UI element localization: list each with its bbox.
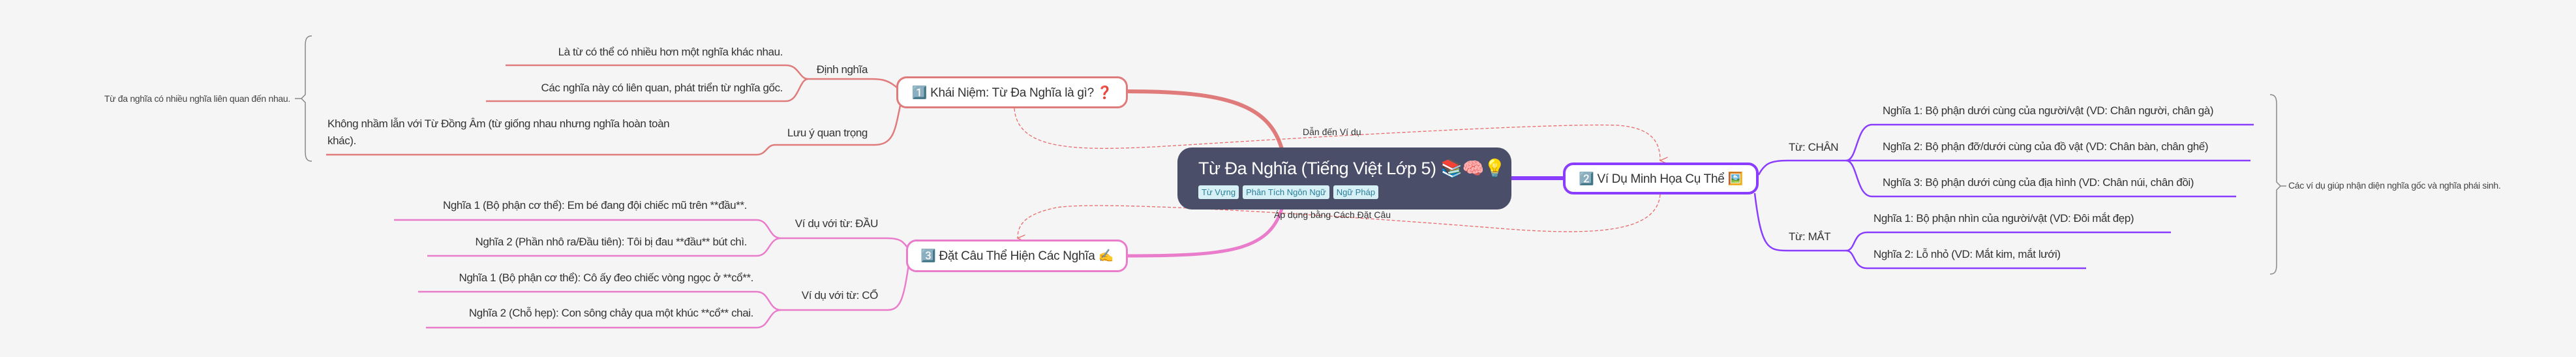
group-label[interactable]: Ví dụ với từ: ĐẦU	[795, 217, 879, 230]
leaf-node[interactable]: Nghĩa 1 (Bộ phận cơ thể): Em bé đang đội…	[442, 199, 747, 211]
leaf-node[interactable]: Các nghĩa này có liên quan, phát triển t…	[541, 82, 783, 94]
relation-line-2	[1018, 194, 1661, 238]
group-label[interactable]: Lưu ý quan trọng	[787, 127, 868, 139]
leaf-node-continuation: khác).	[327, 134, 356, 147]
relation-label[interactable]: Dẫn đến Ví dụ	[1303, 127, 1361, 137]
leaf-node[interactable]: Nghĩa 2 (Phần nhô ra/Đầu tiên): Tôi bị đ…	[475, 236, 748, 248]
branch2-node[interactable]: 2️⃣ Ví Dụ Minh Họa Cụ Thể 🖼️	[1563, 163, 1759, 194]
leaf-node[interactable]: Nghĩa 1: Bộ phận nhìn của người/vật (VD:…	[1873, 212, 2134, 225]
branch3-node[interactable]: 3️⃣ Đặt Câu Thể Hiện Các Nghĩa ✍️	[906, 240, 1128, 272]
summary-brace-right	[2269, 94, 2286, 275]
group-label[interactable]: Từ: CHÂN	[1789, 141, 1839, 153]
leaf-node[interactable]: Không nhầm lẫn với Từ Đồng Âm (từ giống …	[327, 117, 670, 130]
tag[interactable]: Từ Vựng	[1198, 185, 1239, 199]
branch3-connector	[1127, 208, 1284, 258]
root-node[interactable]: Từ Đa Nghĩa (Tiếng Việt Lớp 5) 📚🧠💡 Từ Vự…	[1177, 147, 1511, 210]
root-title: Từ Đa Nghĩa (Tiếng Việt Lớp 5) 📚🧠💡	[1198, 159, 1506, 178]
leaf-node[interactable]: Nghĩa 2 (Chỗ hẹp): Con sông chảy qua một…	[468, 307, 753, 319]
tag[interactable]: Ngữ Pháp	[1333, 185, 1379, 199]
branch1-connector	[1127, 89, 1284, 149]
group-label[interactable]: Từ: MẮT	[1789, 230, 1831, 243]
summary-right[interactable]: Các ví dụ giúp nhận diện nghĩa gốc và ng…	[2288, 180, 2501, 191]
root-tags: Từ Vựng Phân Tích Ngôn Ngữ Ngữ Pháp	[1198, 185, 1511, 199]
leaf-node[interactable]: Nghĩa 1: Bộ phận dưới cùng của người/vật…	[1883, 104, 2214, 117]
leaf-node[interactable]: Nghĩa 3: Bộ phận dưới cùng của địa hình …	[1883, 176, 2194, 189]
branch1-node[interactable]: 1️⃣ Khái Niệm: Từ Đa Nghĩa là gì? ❓	[896, 76, 1128, 108]
leaf-node[interactable]: Nghĩa 2: Bộ phận đỡ/dưới cùng của đồ vật…	[1883, 140, 2209, 153]
relation-label[interactable]: Áp dụng bằng Cách Đặt Câu	[1274, 210, 1391, 220]
relation-line-1	[1014, 108, 1660, 161]
summary-left[interactable]: Từ đa nghĩa có nhiều nghĩa liên quan đến…	[104, 93, 290, 104]
tag[interactable]: Phân Tích Ngôn Ngữ	[1243, 185, 1329, 199]
leaf-node[interactable]: Là từ có thể có nhiều hơn một nghĩa khác…	[558, 46, 783, 58]
leaf-node[interactable]: Nghĩa 1 (Bộ phận cơ thể): Cô ấy đeo chiế…	[459, 272, 753, 284]
group-label[interactable]: Định nghĩa	[816, 63, 868, 76]
leaf-node[interactable]: Nghĩa 2: Lỗ nhỏ (VD: Mắt kim, mắt lưới)	[1873, 248, 2061, 260]
summary-brace-left	[295, 35, 312, 162]
group-label[interactable]: Ví dụ với từ: CỔ	[801, 289, 879, 302]
